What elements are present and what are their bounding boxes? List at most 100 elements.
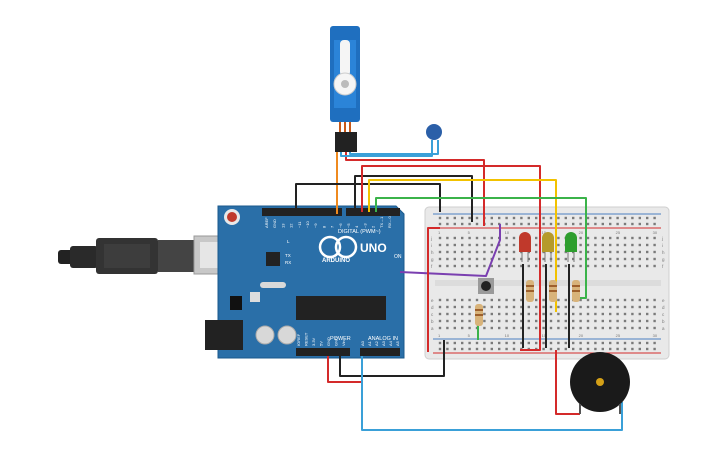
breadboard-hole <box>505 319 508 323</box>
analog-pin-label: A1 <box>367 340 372 346</box>
breadboard-hole <box>653 236 656 240</box>
breadboard-hole <box>557 216 560 220</box>
breadboard-hole <box>564 347 567 351</box>
column-number: 20 <box>579 230 584 235</box>
breadboard-hole <box>579 326 582 330</box>
breadboard-hole <box>512 312 516 316</box>
breadboard-hole <box>653 347 656 351</box>
breadboard-hole <box>631 243 634 247</box>
breadboard-hole <box>609 236 612 240</box>
breadboard-hole <box>623 257 627 261</box>
breadboard-hole <box>468 326 471 330</box>
breadboard-hole <box>446 341 449 345</box>
breadboard-hole <box>453 264 456 268</box>
breadboard-hole <box>505 347 508 351</box>
breadboard-hole <box>653 326 656 330</box>
analog-label: ANALOG IN <box>368 336 398 342</box>
breadboard-hole <box>483 257 486 261</box>
breadboard-hole <box>498 326 501 330</box>
breadboard-hole <box>557 326 560 330</box>
breadboard-hole <box>623 264 627 268</box>
breadboard-hole <box>653 222 656 226</box>
row-letter: h <box>662 250 665 255</box>
breadboard-hole <box>594 250 597 254</box>
atmega-chip <box>296 296 386 320</box>
breadboard-hole <box>623 250 627 254</box>
breadboard-hole <box>653 319 656 323</box>
breadboard-hole <box>646 341 649 345</box>
breadboard-hole <box>609 250 612 254</box>
breadboard-hole <box>520 222 523 226</box>
led-label-tx: TX <box>285 253 291 258</box>
row-letter: b <box>431 319 434 324</box>
breadboard-hole <box>564 341 567 345</box>
breadboard-hole <box>490 236 493 240</box>
breadboard-hole <box>498 264 501 268</box>
breadboard-hole <box>557 298 560 302</box>
breadboard-hole <box>601 312 604 316</box>
breadboard-hole <box>557 305 560 309</box>
breadboard-hole <box>586 257 590 261</box>
breadboard-hole <box>505 341 508 345</box>
breadboard-hole <box>475 222 479 226</box>
breadboard-hole <box>453 216 456 220</box>
breadboard-holes <box>438 216 656 351</box>
breadboard-hole <box>453 236 456 240</box>
digital-pin-label: 4 <box>354 225 359 228</box>
breadboard-hole <box>579 264 582 268</box>
breadboard-hole <box>475 341 479 345</box>
breadboard-hole <box>461 305 464 309</box>
power-pin-label: RESET <box>304 332 309 346</box>
breadboard-hole <box>616 298 619 302</box>
breadboard-hole <box>594 347 597 351</box>
breadboard-hole <box>631 298 634 302</box>
breadboard-hole <box>638 257 641 261</box>
row-letter: d <box>431 305 434 310</box>
breadboard-hole <box>535 257 538 261</box>
breadboard-hole <box>535 341 538 345</box>
breadboard-hole <box>468 243 471 247</box>
breadboard-hole <box>520 319 523 323</box>
breadboard-hole <box>535 312 538 316</box>
power-pin-label: GND <box>334 337 339 346</box>
breadboard-hole <box>490 312 493 316</box>
breadboard-hole <box>490 222 493 226</box>
breadboard-hole <box>512 341 516 345</box>
breadboard-hole <box>623 222 627 226</box>
breadboard-hole <box>505 236 508 240</box>
breadboard-hole <box>601 264 604 268</box>
column-number: 20 <box>579 333 584 338</box>
breadboard-hole <box>638 250 641 254</box>
breadboard-hole <box>438 222 442 226</box>
usb-cable <box>58 235 243 275</box>
breadboard-hole <box>512 250 516 254</box>
breadboard-hole <box>512 347 516 351</box>
breadboard-hole <box>520 257 523 261</box>
breadboard-hole <box>601 216 604 220</box>
breadboard-hole <box>446 222 449 226</box>
breadboard-hole <box>586 264 590 268</box>
breadboard-hole <box>446 250 449 254</box>
breadboard-hole <box>586 326 590 330</box>
breadboard-hole <box>609 312 612 316</box>
row-letter: a <box>662 326 665 331</box>
breadboard-hole <box>446 216 449 220</box>
breadboard-hole <box>483 243 486 247</box>
breadboard-hole <box>527 305 530 309</box>
servo-motor <box>330 26 360 152</box>
breadboard-hole <box>601 341 604 345</box>
breadboard-hole <box>446 257 449 261</box>
breadboard-hole <box>586 341 590 345</box>
breadboard-hole <box>638 319 641 323</box>
breadboard-hole <box>453 305 456 309</box>
wires <box>295 140 623 431</box>
breadboard-hole <box>572 257 575 261</box>
breadboard-hole <box>646 257 649 261</box>
breadboard-hole <box>586 243 590 247</box>
breadboard-hole <box>557 264 560 268</box>
breadboard-hole <box>646 312 649 316</box>
power-wire-top <box>361 165 541 351</box>
breadboard-hole <box>468 264 471 268</box>
power-rail-wire <box>327 356 363 383</box>
breadboard-hole <box>623 216 627 220</box>
